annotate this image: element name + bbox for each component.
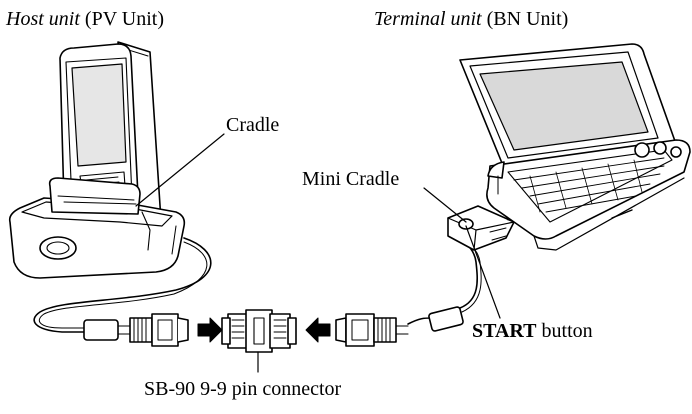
connector-label: SB-90 9-9 pin connector — [144, 378, 342, 400]
arrow-left — [305, 317, 331, 343]
mini-cradle-leader-line — [423, 187, 467, 223]
mini-cradle-label: Mini Cradle — [302, 168, 400, 190]
arrow-right — [197, 317, 223, 343]
start-button-label-bold: START — [472, 320, 537, 342]
terminal-unit-illustration — [459, 43, 691, 251]
start-button-label: START button — [472, 320, 593, 342]
mini-cradle — [447, 205, 515, 251]
host-unit-label: Host unit (PV Unit) — [6, 8, 164, 30]
host-unit-label-italic: Host unit — [6, 8, 80, 30]
sb90-connector-illustration — [221, 309, 297, 353]
cradle-label: Cradle — [226, 114, 280, 136]
host-unit-illustration — [8, 41, 186, 279]
terminal-unit-label-italic: Terminal unit — [374, 8, 482, 30]
cradle-leader-line — [135, 133, 225, 207]
start-button-leader-line — [465, 225, 501, 319]
terminal-serial-plug — [335, 306, 464, 347]
host-unit-label-rest: (PV Unit) — [84, 8, 164, 30]
host-cable — [33, 237, 212, 333]
start-button-label-rest: button — [541, 320, 593, 342]
host-serial-plug — [83, 313, 189, 347]
terminal-unit-label-rest: (BN Unit) — [486, 8, 569, 30]
terminal-unit-label: Terminal unit (BN Unit) — [374, 8, 568, 30]
